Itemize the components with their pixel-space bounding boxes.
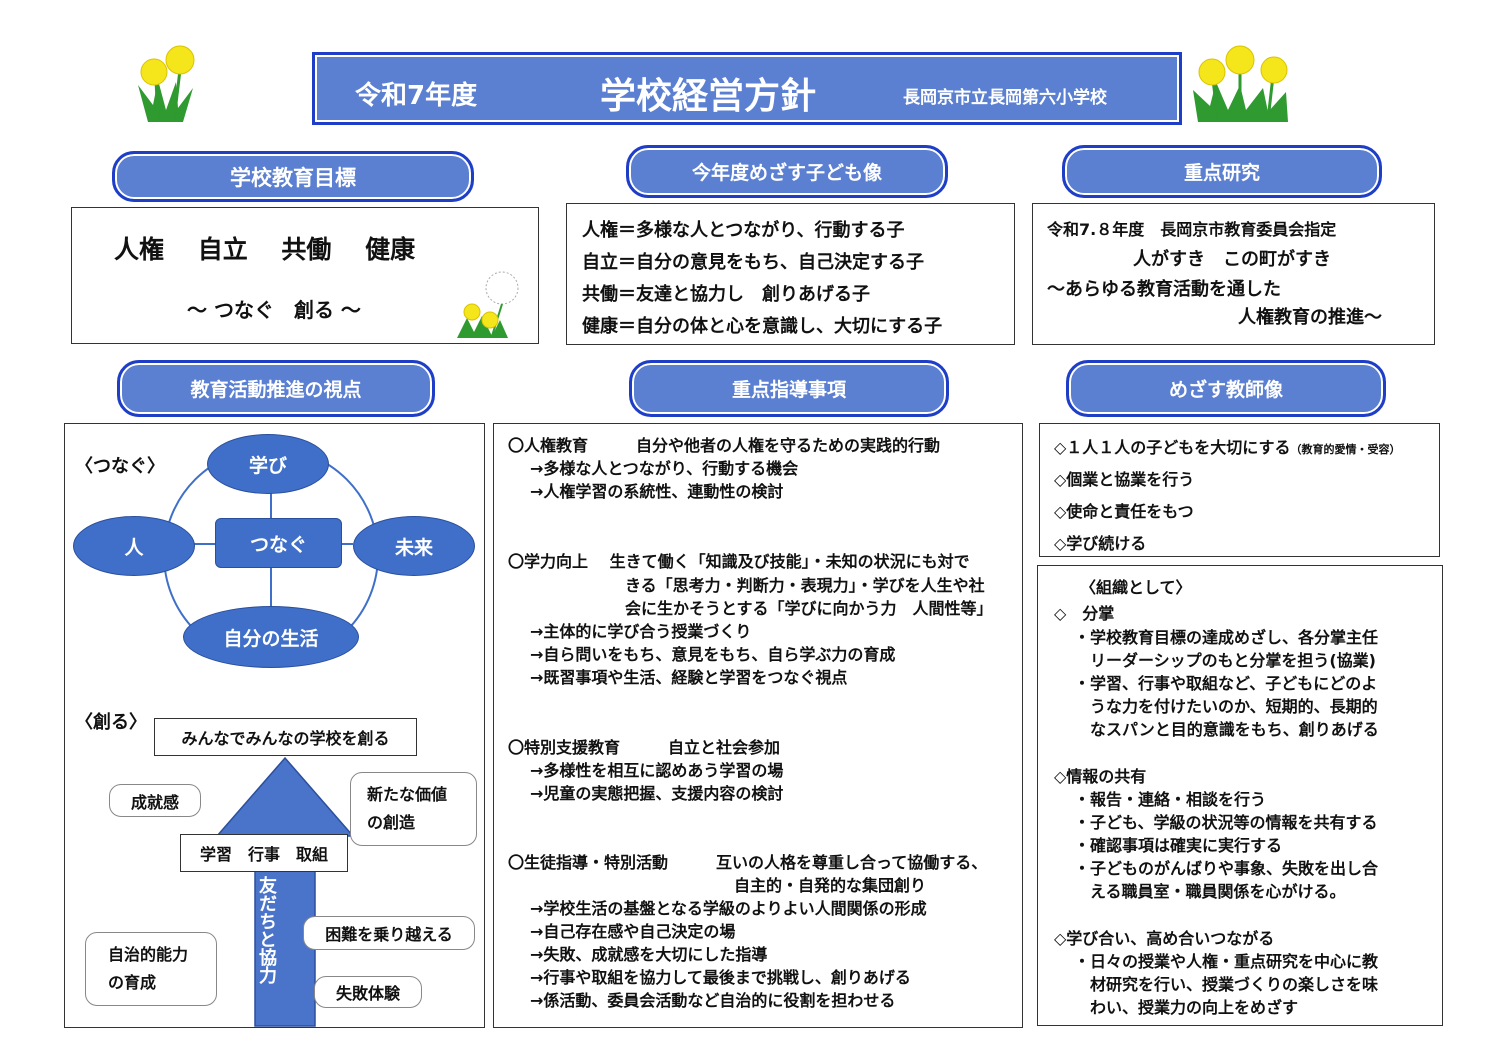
teacher-item: ◇学び続ける: [1054, 534, 1147, 553]
org-line: ・子ども、学級の状況等の情報を共有する: [1074, 813, 1378, 832]
goals-box: 人権 自立 共働 健康 ～ つなぐ 創る ～: [71, 207, 539, 344]
arrow-text: 友だちと協力: [256, 876, 277, 984]
org-line: ・確認事項は確実に実行する: [1074, 836, 1283, 855]
priority-line: 〇学力向上 生きて働く「知識及び技能」・未知の状況にも対で: [508, 552, 970, 571]
org-line: ・子どものがんばりや事象、失敗を出し合: [1074, 859, 1379, 878]
priority-line: →多様な人とつながり、行動する機会: [514, 459, 799, 478]
bubble-kachi: 新たな価値 の創造: [350, 772, 477, 846]
priority-line: →自ら問いをもち、意見をもち、自ら学ぶ力の育成: [514, 645, 896, 664]
org-line: ・学校教育目標の達成めざし、各分掌主任: [1074, 628, 1379, 647]
priority-line: 会に生かそうとする「学びに向かう力 人間性等」: [625, 599, 993, 618]
priority-line: →既習事項や生活、経験と学習をつなぐ視点: [514, 668, 848, 687]
bubble-jichi: 自治的能力 の育成: [85, 932, 217, 1006]
bubble-konnan-text: 困難を乗り越える: [325, 925, 453, 944]
tsukuru-label: 〈創る〉: [75, 712, 147, 733]
bubble-shippai: 失敗体験: [314, 976, 422, 1008]
priority-line: →自己存在感や自己決定の場: [514, 922, 736, 941]
goals-label: 学校教育目標: [112, 151, 474, 202]
org-line: ◇情報の共有: [1054, 767, 1147, 786]
org-line: わい、授業力の向上をめざす: [1090, 998, 1299, 1017]
bubble-seijukan-text: 成就感: [130, 792, 179, 812]
top-goal-box: みんなでみんなの学校を創る: [154, 718, 417, 756]
child-image-line: 健康＝自分の体と心を意識し、大切にする子: [582, 316, 943, 337]
bubble-jichi-line: 自治的能力: [108, 945, 189, 964]
tsunagu-label: 〈つなぐ〉: [75, 456, 165, 477]
org-line: なスパンと目的意識をもち、創りあげる: [1090, 720, 1379, 739]
child-image-line: 共働＝友達と協力し 創りあげる子: [582, 284, 870, 305]
priority-line: 自主的・自発的な集団創り: [734, 876, 927, 895]
viewpoint-box: 〈つなぐ〉 学び 人 未来 自分の生活 つなぐ 〈創る〉 みんなでみんなの学校を…: [64, 423, 485, 1028]
teacher-item: ◇１人１人の子どもを大切にする（教育的愛情・受容）: [1054, 434, 1400, 458]
org-line: 〈組織として〉: [1080, 578, 1192, 597]
dandelion-right-icon: [1193, 45, 1288, 122]
org-line: リーダーシップのもと分掌を担う(協業): [1090, 651, 1376, 670]
bubble-jichi-line: の育成: [108, 973, 157, 992]
priority-line: →失敗、成就感を大切にした指導: [514, 945, 768, 964]
research-line: 人がすき この町がすき: [1133, 249, 1331, 270]
child-image-line: 自立＝自分の意見をもち、自己決定する子: [582, 252, 924, 273]
research-line: 令和7.８年度 長岡京市教育委員会指定: [1047, 220, 1337, 239]
org-line: ・学習、行事や取組など、子どもにどのよ: [1074, 674, 1378, 693]
priority-line: →行事や取組を協力して最後まで挑戦し、創りあげる: [514, 968, 911, 987]
teacher-item: ◇個業と協業を行う: [1054, 470, 1195, 489]
priority-line: 〇人権教育 自分や他者の人権を守るための実践的行動: [508, 436, 941, 455]
bubble-konnan: 困難を乗り越える: [303, 916, 475, 950]
teacher-item-text: ◇１人１人の子どもを大切にする: [1054, 438, 1291, 457]
bubble-kachi-line: の創造: [367, 813, 416, 832]
research-line: ～あらゆる教育活動を通した: [1047, 279, 1281, 300]
org-line: 材研究を行い、授業づくりの楽しさを味: [1090, 975, 1379, 994]
activities-box: 学習 行事 取組: [180, 834, 348, 872]
header-year: 令和7年度: [355, 81, 478, 111]
priority-line: →児童の実態把握、支援内容の検討: [514, 784, 784, 803]
dandelion-puff-icon: [457, 271, 519, 338]
child-image-line: 人権＝多様な人とつながり、行動する子: [582, 220, 905, 241]
node-mirai: 未来: [353, 516, 475, 576]
viewpoint-label: 教育活動推進の視点: [117, 360, 435, 417]
page-title: 学校経営方針: [600, 76, 817, 117]
bubble-shippai-text: 失敗体験: [335, 984, 400, 1003]
organization-box: 〈組織として〉 ◇ 分掌 ・学校教育目標の達成めざし、各分掌主任 リーダーシップ…: [1037, 565, 1443, 1026]
priority-line: →人権学習の系統性、連動性の検討: [514, 482, 784, 501]
node-hito: 人: [73, 516, 195, 576]
bubble-seijukan: 成就感: [109, 784, 201, 817]
bubble-kachi-line: 新たな価値: [367, 785, 448, 804]
dandelion-left-icon: [138, 45, 195, 122]
org-line: ◇ 分掌: [1054, 604, 1115, 623]
node-tsunagu: つなぐ: [215, 518, 342, 568]
teacher-item-note: （教育的愛情・受容）: [1290, 443, 1401, 456]
org-line: ・日々の授業や人権・重点研究を中心に教: [1074, 952, 1379, 971]
org-line: うな力を付けたいのか、短期的、長期的: [1090, 697, 1378, 716]
teacher-box: ◇１人１人の子どもを大切にする（教育的愛情・受容） ◇個業と協業を行う ◇使命と…: [1039, 423, 1440, 557]
priority-line: 〇生徒指導・特別活動 互いの人格を尊重し合って協働する、: [508, 853, 988, 872]
research-box: 令和7.８年度 長岡京市教育委員会指定 人がすき この町がすき ～あらゆる教育活…: [1032, 203, 1435, 345]
child-image-label: 今年度めざす子ども像: [626, 145, 948, 198]
priorities-box: 〇人権教育 自分や他者の人権を守るための実践的行動 →多様な人とつながり、行動す…: [493, 423, 1023, 1028]
goals-keywords: 人権 自立 共働 健康: [114, 235, 416, 264]
priority-line: →係活動、委員会活動など自治的に役割を担わせる: [514, 991, 896, 1010]
teacher-item: ◇使命と責任をもつ: [1054, 502, 1194, 521]
org-line: える職員室・職員関係を心がける。: [1090, 882, 1346, 901]
node-jibun-no-seikatsu: 自分の生活: [183, 606, 359, 668]
header-banner: 令和7年度 学校経営方針 長岡京市立長岡第六小学校: [312, 52, 1182, 125]
research-line: 人権教育の推進～: [1238, 307, 1382, 328]
priority-line: きる「思考力・判断力・表現力」・学びを人生や社: [625, 576, 985, 595]
research-label: 重点研究: [1062, 145, 1382, 198]
goals-motto: ～ つなぐ 創る ～: [187, 298, 361, 322]
priority-line: 〇特別支援教育 自立と社会参加: [508, 738, 781, 757]
priority-line: →主体的に学び合う授業づくり: [514, 622, 752, 641]
priorities-label: 重点指導事項: [629, 360, 949, 417]
node-manabi: 学び: [207, 434, 329, 494]
school-name: 長岡京市立長岡第六小学校: [903, 88, 1107, 108]
child-image-box: 人権＝多様な人とつながり、行動する子 自立＝自分の意見をもち、自己決定する子 共…: [566, 203, 1015, 345]
org-line: ・報告・連絡・相談を行う: [1074, 790, 1267, 809]
org-line: ◇学び合い、高め合いつながる: [1054, 929, 1275, 948]
teacher-label: めざす教師像: [1066, 360, 1386, 417]
priority-line: →多様性を相互に認めあう学習の場: [514, 761, 784, 780]
priority-line: →学校生活の基盤となる学級のよりよい人間関係の形成: [514, 899, 927, 918]
